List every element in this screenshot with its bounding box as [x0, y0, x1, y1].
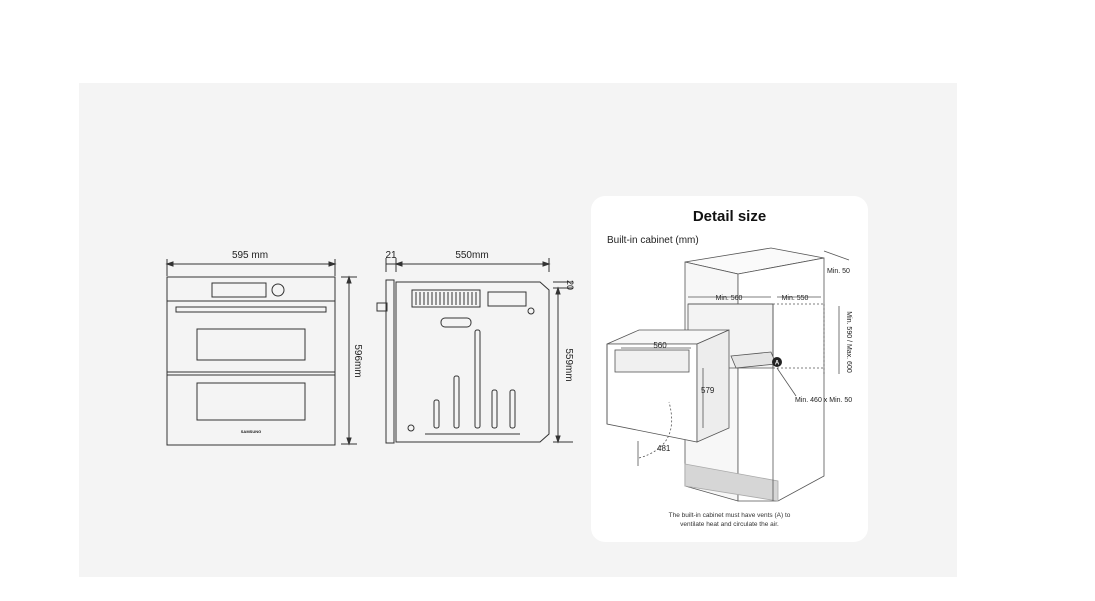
- detail-subtitle: Built-in cabinet (mm): [607, 235, 699, 246]
- screw-icon: [527, 307, 535, 315]
- arrow-up-icon: [346, 275, 352, 284]
- oven-handle: [175, 306, 327, 313]
- side-rail-tall: [474, 329, 481, 429]
- handle-profile: [376, 302, 388, 312]
- vent-note-line-2: ventilate heat and circulate the air.: [680, 521, 779, 528]
- oven-side-body: [395, 281, 550, 443]
- side-slot: [440, 317, 472, 328]
- arrow-right-icon: [328, 261, 337, 267]
- label-oven-width: 560: [653, 341, 667, 350]
- side-rail-a: [491, 389, 498, 429]
- front-height-label: 596mm: [352, 344, 363, 377]
- arrow-down-icon: [555, 435, 561, 444]
- cabinet-plinth: [684, 463, 779, 502]
- cabinet-diagram: A Min. 50 Min. 560 Min. 550 Min. 590 / M…: [606, 247, 852, 502]
- top-offset-label: 20: [565, 280, 575, 290]
- detail-size-card: Detail size Built-in cabinet (mm): [591, 196, 868, 542]
- side-rail-b: [509, 389, 516, 429]
- label-min-560: Min. 560: [716, 295, 743, 302]
- arrow-left-icon: [165, 261, 174, 267]
- front-view: [165, 259, 357, 446]
- oven-door-profile: [385, 279, 395, 444]
- side-vents: [411, 289, 527, 308]
- side-rail-mid: [453, 375, 460, 429]
- vent-note-line-1: The built-in cabinet must have vents (A)…: [668, 512, 791, 519]
- label-height-range: Min. 590 / Max. 600: [845, 311, 852, 373]
- label-min-50-top: Min. 50: [827, 268, 850, 275]
- oven-knob-icon: [271, 283, 285, 297]
- min-50-line: [823, 250, 850, 261]
- oven-front-body: [166, 276, 336, 446]
- label-vent-size: Min. 460 x Min. 50: [795, 397, 852, 404]
- brand-logo: SAMSUNG: [241, 429, 261, 434]
- label-min-550: Min. 550: [782, 295, 809, 302]
- oven-depth-arc: [638, 401, 673, 459]
- oven-control-panel: [614, 349, 690, 373]
- arrow-right-icon: [542, 261, 551, 267]
- side-view: [376, 258, 573, 444]
- arrow-up-icon: [555, 286, 561, 295]
- label-oven-depth: 481: [657, 444, 671, 453]
- label-oven-height: 579: [701, 386, 715, 395]
- vent-marker-label: A: [775, 361, 780, 367]
- oven-side-face: [696, 329, 730, 443]
- lower-oven-window: [196, 382, 306, 421]
- arrow-left-icon: [394, 261, 403, 267]
- door-depth-label: 21: [385, 250, 397, 261]
- vent-note: The built-in cabinet must have vents (A)…: [591, 511, 868, 529]
- vent-size-leader: [776, 367, 797, 397]
- body-depth-label: 550mm: [455, 250, 488, 261]
- front-width-label: 595 mm: [232, 250, 268, 261]
- arrow-down-icon: [346, 437, 352, 446]
- screw-icon: [407, 424, 415, 432]
- vent-marker-a-icon: [772, 357, 782, 367]
- side-height-label: 559mm: [563, 348, 574, 381]
- detail-title: Detail size: [692, 208, 767, 225]
- side-rail-c: [433, 399, 440, 429]
- upper-oven-window: [196, 328, 306, 361]
- oven-display: [211, 282, 267, 298]
